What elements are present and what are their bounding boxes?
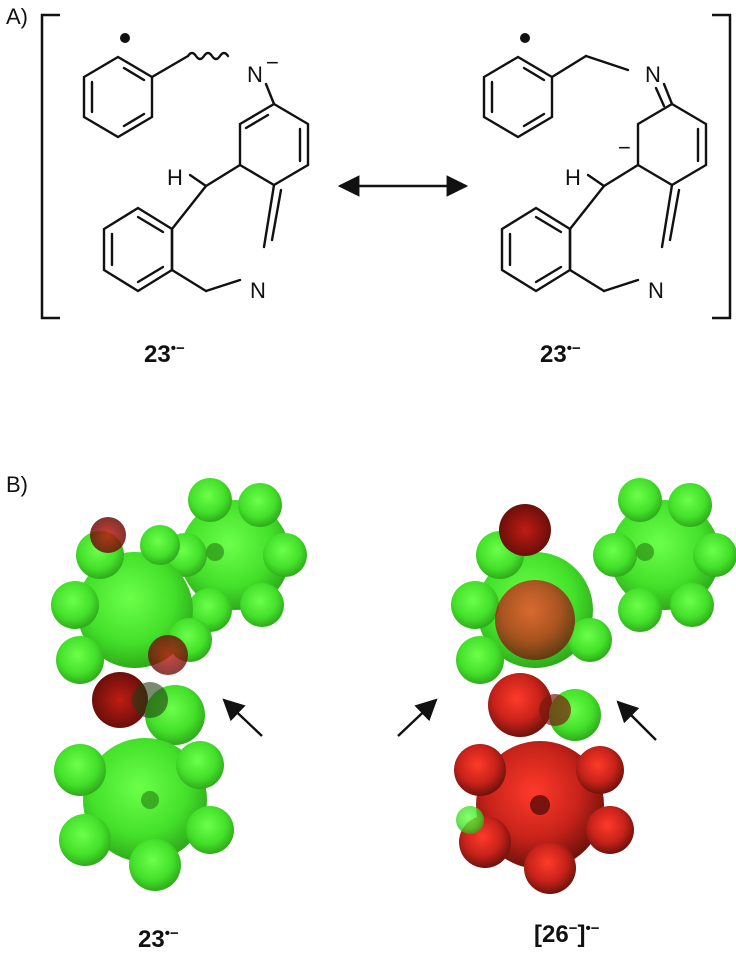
pointer-arrow bbox=[222, 698, 263, 737]
compound-label: [26−]•− bbox=[534, 920, 599, 949]
radical-dot bbox=[120, 33, 130, 43]
left-esp-surface bbox=[51, 478, 307, 891]
compound-number: [26 bbox=[534, 921, 569, 948]
left-bracket bbox=[40, 13, 60, 320]
charge-superscript: •− bbox=[585, 920, 600, 937]
charge-superscript: •− bbox=[164, 925, 179, 942]
compound-number: 23 bbox=[138, 926, 165, 953]
atom-c-minus: − bbox=[618, 135, 631, 160]
compound-label: 23•− bbox=[138, 925, 179, 954]
pointer-arrow bbox=[616, 700, 657, 741]
left-structure bbox=[82, 51, 310, 293]
atom-n-imine: N bbox=[645, 62, 661, 87]
atom-h: H bbox=[167, 165, 183, 190]
atom-n-minus: − bbox=[266, 50, 279, 75]
charge-superscript: •− bbox=[566, 340, 581, 357]
compound-number: 23 bbox=[540, 341, 567, 368]
right-esp-surface bbox=[451, 478, 736, 894]
compound-label: 23•− bbox=[144, 340, 185, 369]
inner-charge-superscript: − bbox=[568, 920, 578, 937]
right-structure bbox=[482, 54, 708, 293]
atom-h: H bbox=[565, 165, 581, 190]
atom-n-ring: N bbox=[648, 278, 664, 303]
panel-b-label: B) bbox=[6, 472, 28, 497]
bracket-close: ] bbox=[577, 921, 586, 948]
pointer-arrow bbox=[397, 698, 438, 737]
atom-n-amine: N bbox=[247, 62, 263, 87]
right-bracket bbox=[712, 13, 732, 320]
atom-n-ring: N bbox=[250, 278, 266, 303]
charge-superscript: •− bbox=[170, 340, 185, 357]
panel-a-label: A) bbox=[6, 4, 28, 29]
compound-number: 23 bbox=[144, 341, 171, 368]
compound-label: 23•− bbox=[540, 340, 581, 369]
radical-dot bbox=[520, 33, 530, 43]
